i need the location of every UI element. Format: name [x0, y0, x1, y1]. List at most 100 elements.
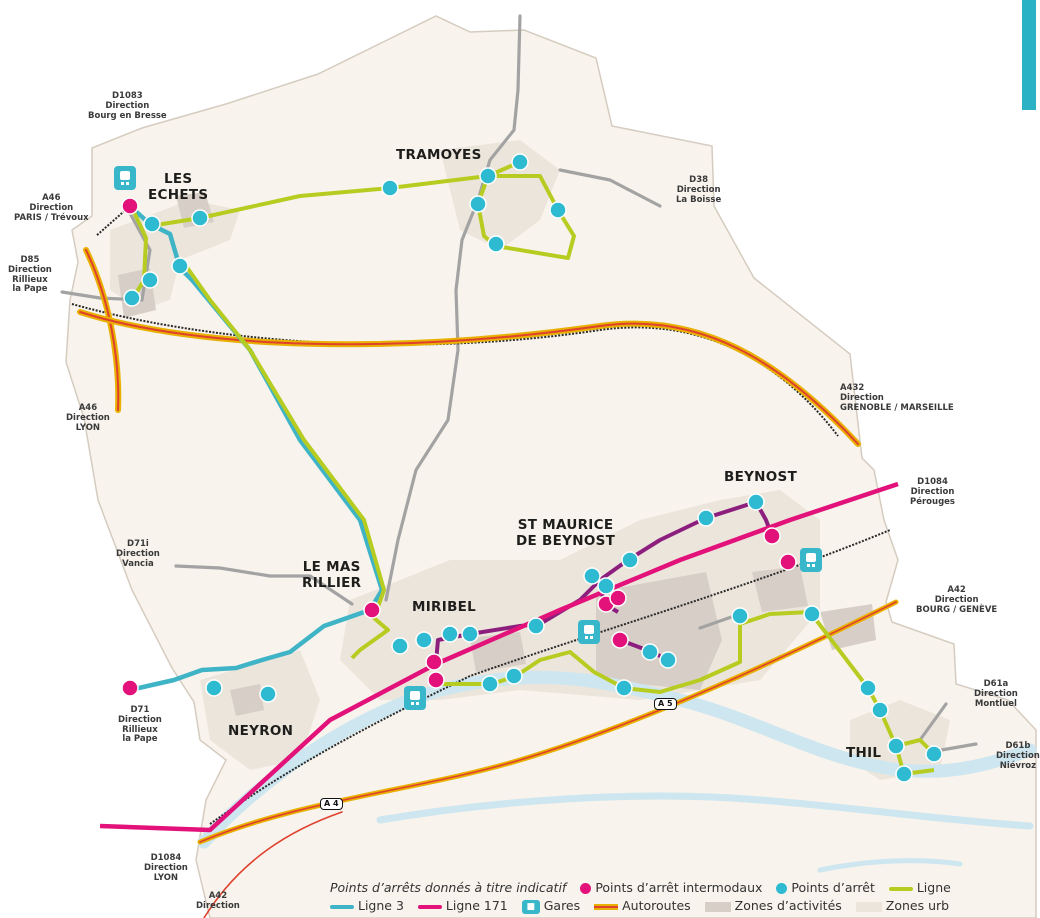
- stop-dot-icon: [776, 883, 788, 894]
- stop: [887, 737, 905, 755]
- stop: [469, 195, 487, 213]
- stop: [697, 509, 715, 527]
- legend-row-1: Points d’arrêts donnés à titre indicatif…: [330, 880, 961, 895]
- intermodal-stop: [121, 679, 139, 697]
- intermodal-stop: [763, 527, 781, 545]
- intermodal-stops: [121, 197, 797, 697]
- train-station-icon: [404, 686, 426, 710]
- motorway-badge-a4: A 4: [320, 798, 343, 810]
- motorway-icon: [594, 903, 619, 910]
- train-station-icon: [800, 548, 822, 572]
- stop: [597, 577, 615, 595]
- stop: [381, 179, 399, 197]
- train-station-icon: [578, 620, 600, 644]
- stop: [171, 257, 189, 275]
- legend-intermodal-label: Points d’arrêt intermodaux: [595, 880, 763, 895]
- stop: [527, 617, 545, 635]
- stop: [441, 625, 459, 643]
- legend-row-2: Ligne 3 Ligne 171 ■Gares Autoroutes Zone…: [330, 898, 959, 914]
- train-station-icon: ■: [521, 899, 540, 914]
- stop: [123, 289, 141, 307]
- stop: [925, 745, 943, 763]
- intermodal-stop: [427, 671, 445, 689]
- legend-green-line: Ligne: [888, 880, 951, 895]
- motorway-badge-a5: A 5: [654, 698, 677, 710]
- intermodal-stop: [121, 197, 139, 215]
- stop: [415, 631, 433, 649]
- legend-line3: Ligne 3: [330, 898, 404, 913]
- stop: [871, 701, 889, 719]
- legend-urban: Zones urb: [855, 898, 950, 913]
- train-station-icon: [114, 166, 136, 190]
- legend-line3-label: Ligne 3: [358, 898, 404, 913]
- stop: [505, 667, 523, 685]
- legend-stations-label: Gares: [543, 898, 581, 913]
- stop: [641, 643, 659, 661]
- line3-icon: [330, 904, 354, 909]
- stop: [549, 201, 567, 219]
- stop: [479, 167, 497, 185]
- line-171: [99, 481, 899, 833]
- legend-line171: Ligne 171: [417, 898, 508, 913]
- stop: [803, 605, 821, 623]
- intermodal-stop: [609, 589, 627, 607]
- town-label-miribel: MIRIBEL: [412, 599, 477, 615]
- train-stations: [114, 166, 822, 710]
- secondary-roads: [60, 14, 978, 754]
- motorways: [77, 247, 899, 918]
- legend-green-line-label: Ligne: [916, 880, 951, 895]
- stop: [895, 765, 913, 783]
- stops: [123, 153, 943, 783]
- legend-activity: Zones d’activités: [704, 898, 842, 913]
- stop: [511, 153, 529, 171]
- intermodal-stop: [611, 631, 629, 649]
- stop: [615, 679, 633, 697]
- activity-zone-swatch: [704, 901, 731, 912]
- stop: [481, 675, 499, 693]
- stop: [391, 637, 409, 655]
- stop: [487, 235, 505, 253]
- legend-activity-label: Zones d’activités: [734, 898, 842, 913]
- legend-intermodal: Points d’arrêt intermodaux: [580, 880, 762, 895]
- town-label-beynost: BEYNOST: [724, 469, 798, 485]
- stop: [659, 651, 677, 669]
- stop: [859, 679, 877, 697]
- green-line-icon: [888, 886, 913, 891]
- line171-icon: [417, 904, 442, 909]
- legend-line171-label: Ligne 171: [445, 898, 508, 913]
- legend-note: Points d’arrêts donnés à titre indicatif: [330, 880, 567, 895]
- intermodal-stop: [779, 553, 797, 571]
- legend-motorways-label: Autoroutes: [622, 898, 691, 913]
- intermodal-stop: [425, 653, 443, 671]
- corner-accent: [1022, 0, 1036, 110]
- stop: [731, 607, 749, 625]
- town-label-neyron: NEYRON: [228, 723, 294, 739]
- stop: [191, 209, 209, 227]
- stop: [143, 215, 161, 233]
- legend-urban-label: Zones urb: [885, 898, 950, 913]
- territory-outline: [65, 15, 1037, 918]
- legend-motorways: Autoroutes: [594, 898, 691, 913]
- stop: [461, 625, 479, 643]
- stop: [621, 551, 639, 569]
- town-label-thil: THIL: [846, 745, 882, 761]
- legend-stops-label: Points d’arrêt: [791, 880, 875, 895]
- stop: [747, 493, 765, 511]
- stop: [259, 685, 277, 703]
